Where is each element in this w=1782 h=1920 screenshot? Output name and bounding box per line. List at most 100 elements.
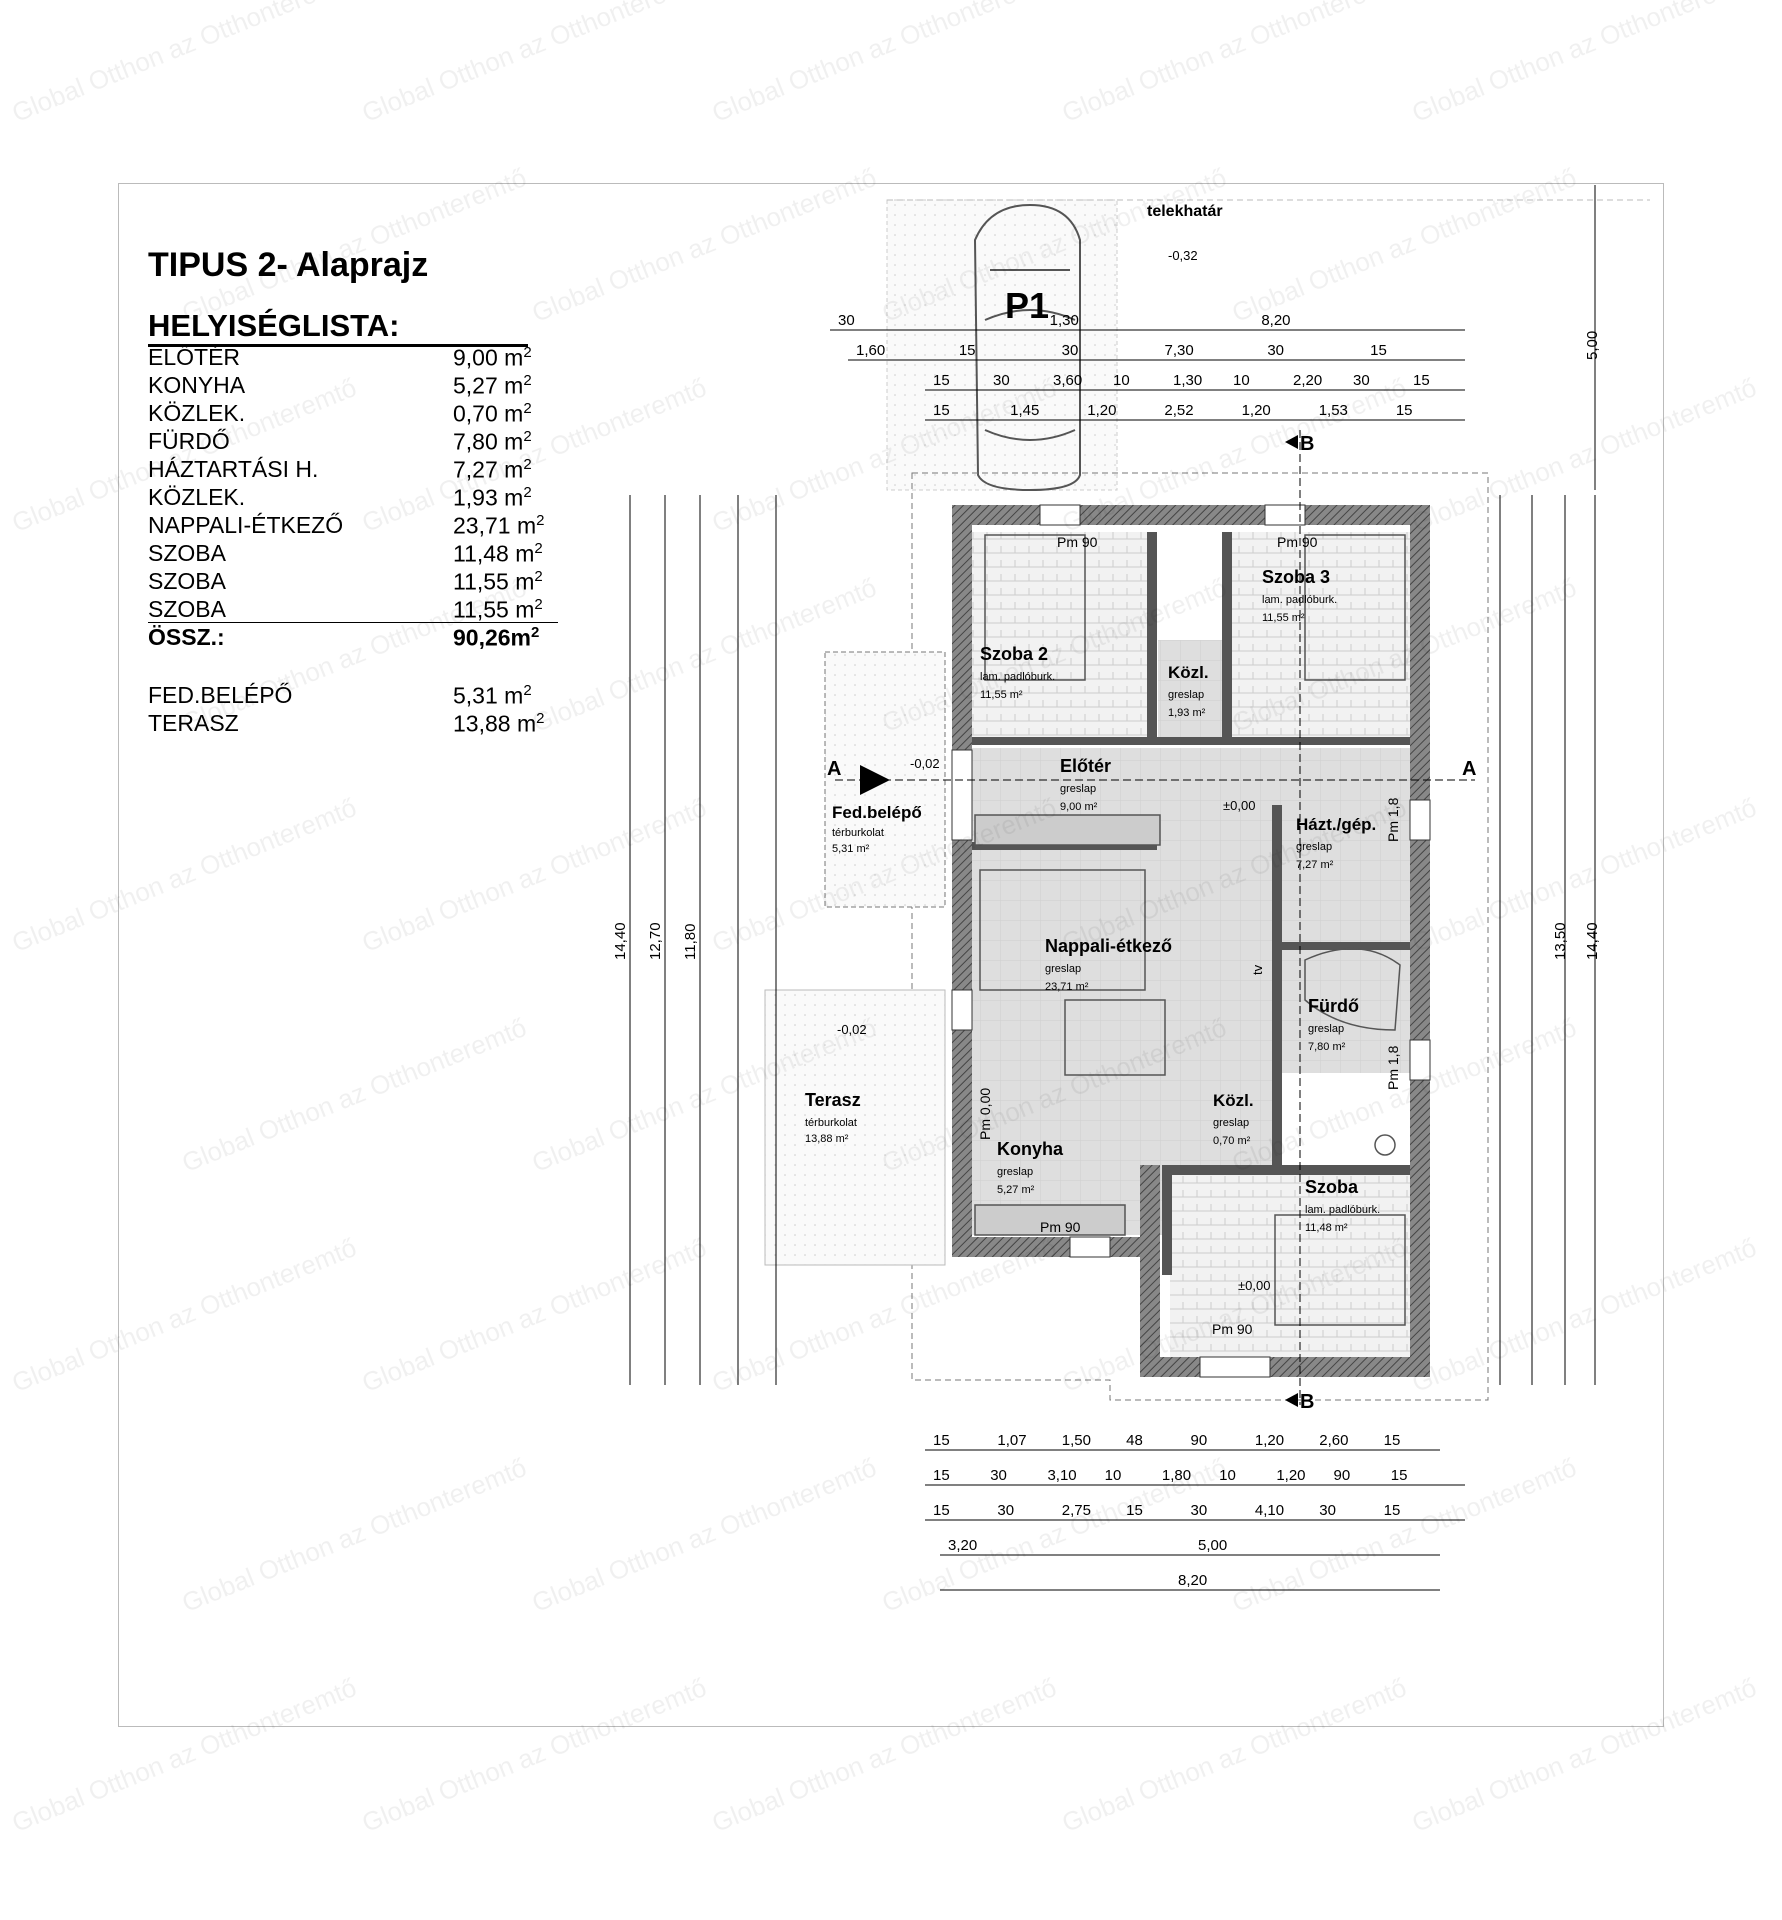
room-list-area: 5,31 m2 bbox=[453, 682, 532, 709]
dim-top-label: 1,20 bbox=[1087, 402, 1116, 419]
room-haztgep-name: Házt./gép. bbox=[1296, 815, 1376, 834]
dim-bottom-label: 48 bbox=[1126, 1432, 1143, 1449]
room-list-area: 7,27 m2 bbox=[453, 456, 532, 483]
plot-boundary-label: telekhatár bbox=[1147, 203, 1223, 220]
room-konyha-floor-type: greslap bbox=[997, 1166, 1033, 1178]
room-list-row: KÖZLEK.1,93 m2 bbox=[148, 484, 558, 512]
dim-left-label: 12,70 bbox=[647, 922, 664, 960]
level-terrace: -0,02 bbox=[837, 1022, 867, 1037]
room-szoba2-name: Szoba 2 bbox=[980, 644, 1048, 664]
room-list-area: 23,71 m2 bbox=[453, 512, 545, 539]
room-eloter-area: 9,00 m² bbox=[1060, 801, 1098, 813]
window-label-furdo: Pm 1,8 bbox=[1385, 1045, 1401, 1090]
room-list-area: 5,27 m2 bbox=[453, 372, 532, 399]
room-terasz-floor-type: térburkolat bbox=[805, 1117, 857, 1129]
room-list-name: KÖZLEK. bbox=[148, 484, 246, 510]
dim-bottom-label: 30 bbox=[990, 1467, 1007, 1484]
room-list-area: 11,48 m2 bbox=[453, 540, 543, 567]
room-furdo-area: 7,80 m² bbox=[1308, 1041, 1346, 1053]
window-label-szoba3: Pm 90 bbox=[1277, 534, 1318, 550]
parking-strip bbox=[886, 199, 1118, 491]
room-list-name: SZOBA bbox=[148, 540, 226, 566]
entry-arrow bbox=[860, 765, 890, 795]
room-szoba2-floor-type: lam. padlóburk. bbox=[980, 671, 1055, 683]
dim-top-label: 30 bbox=[838, 312, 855, 329]
room-szoba3-floor bbox=[1232, 532, 1410, 737]
room-kozl1-area: 1,93 m² bbox=[1168, 707, 1206, 719]
room-szoba-area: 11,48 m² bbox=[1305, 1222, 1348, 1234]
room-fedbelepo-floor-type: térburkolat bbox=[832, 827, 884, 839]
dim-top-label: 1,45 bbox=[1010, 402, 1039, 419]
section-a-right-label: A bbox=[1462, 758, 1476, 780]
room-list-name: KÖZLEK. bbox=[148, 400, 246, 426]
room-kozl1-floor-type: greslap bbox=[1168, 689, 1204, 701]
dim-bottom-label: 30 bbox=[997, 1502, 1014, 1519]
room-eloter-name: Előtér bbox=[1060, 756, 1111, 776]
dim-bottom-label: 90 bbox=[1191, 1432, 1208, 1449]
room-list-name: SZOBA bbox=[148, 596, 226, 622]
roof-eaves-outline bbox=[911, 472, 1489, 1401]
interior-walls bbox=[972, 532, 1410, 1275]
furniture bbox=[974, 534, 1406, 1326]
dim-bottom-label: 10 bbox=[1219, 1467, 1236, 1484]
dim-bottom-label: 2,60 bbox=[1319, 1432, 1348, 1449]
room-list-name: SZOBA bbox=[148, 568, 226, 594]
room-haztgep-floor-type: greslap bbox=[1296, 841, 1332, 853]
dim-top-label: 30 bbox=[1267, 342, 1284, 359]
dim-bottom-label: 5,00 bbox=[1198, 1537, 1227, 1554]
dim-top-label: 30 bbox=[1062, 342, 1079, 359]
dim-bottom-label: 15 bbox=[933, 1432, 950, 1449]
room-terasz-area: 13,88 m² bbox=[805, 1133, 849, 1145]
dim-top-label: 10 bbox=[1233, 372, 1250, 389]
room-konyha-name: Konyha bbox=[997, 1139, 1064, 1159]
dim-top-label: 10 bbox=[1113, 372, 1130, 389]
dim-top-label: 1,30 bbox=[1050, 312, 1079, 329]
dim-top-label: 15 bbox=[933, 372, 950, 389]
room-szoba-name: Szoba bbox=[1305, 1177, 1359, 1197]
dim-bottom-label: 30 bbox=[1319, 1502, 1336, 1519]
dim-bottom-label: 15 bbox=[1391, 1467, 1408, 1484]
dim-bottom-label: 15 bbox=[1126, 1502, 1143, 1519]
level-bedroom: ±0,00 bbox=[1238, 1278, 1270, 1293]
room-kozl2-name: Közl. bbox=[1213, 1091, 1254, 1110]
dim-bottom-label: 10 bbox=[1105, 1467, 1122, 1484]
dim-bottom-label: 4,10 bbox=[1255, 1502, 1284, 1519]
section-b-arrow-bottom bbox=[1285, 1393, 1298, 1407]
room-furdo-name: Fürdő bbox=[1308, 996, 1359, 1016]
dim-bottom-label: 90 bbox=[1334, 1467, 1351, 1484]
terrace-area bbox=[764, 989, 946, 1266]
room-list-heading: HELYISÉGLISTA: bbox=[148, 308, 528, 347]
room-fedbelepo-area: 5,31 m² bbox=[832, 843, 870, 855]
room-list-name: KONYHA bbox=[148, 372, 246, 398]
dim-right-label: 13,50 bbox=[1552, 922, 1569, 960]
room-nappali-floor-type: greslap bbox=[1045, 963, 1081, 975]
room-szoba-floor-type: lam. padlóburk. bbox=[1305, 1204, 1380, 1216]
dim-bottom-label: 2,75 bbox=[1062, 1502, 1091, 1519]
room-list-row: KÖZLEK.0,70 m2 bbox=[148, 400, 558, 428]
room-list-name: HÁZTARTÁSI H. bbox=[148, 456, 319, 482]
car-outline bbox=[973, 203, 1081, 492]
dim-top-label: 1,30 bbox=[1173, 372, 1202, 389]
dim-top-label: 15 bbox=[1370, 342, 1387, 359]
dim-bottom-label: 15 bbox=[933, 1502, 950, 1519]
level-entry: -0,02 bbox=[910, 756, 940, 771]
dim-top-label: 15 bbox=[1413, 372, 1430, 389]
dim-left-label: 14,40 bbox=[612, 922, 629, 960]
dim-bottom-label: 3,10 bbox=[1047, 1467, 1076, 1484]
room-list-area: 7,80 m2 bbox=[453, 428, 532, 455]
dim-top-label: 2,20 bbox=[1293, 372, 1322, 389]
room-eloter-floor-type: greslap bbox=[1060, 783, 1096, 795]
level-inside: ±0,00 bbox=[1223, 798, 1255, 813]
room-kozl2-floor bbox=[1162, 1080, 1282, 1175]
room-szoba3-name: Szoba 3 bbox=[1262, 567, 1330, 587]
room-terasz-name: Terasz bbox=[805, 1090, 861, 1110]
room-fedbelepo-name: Fed.belépő bbox=[832, 803, 922, 822]
dim-bottom-label: 1,07 bbox=[997, 1432, 1026, 1449]
dim-bottom-label: 15 bbox=[1384, 1432, 1401, 1449]
dim-top-label: 15 bbox=[959, 342, 976, 359]
